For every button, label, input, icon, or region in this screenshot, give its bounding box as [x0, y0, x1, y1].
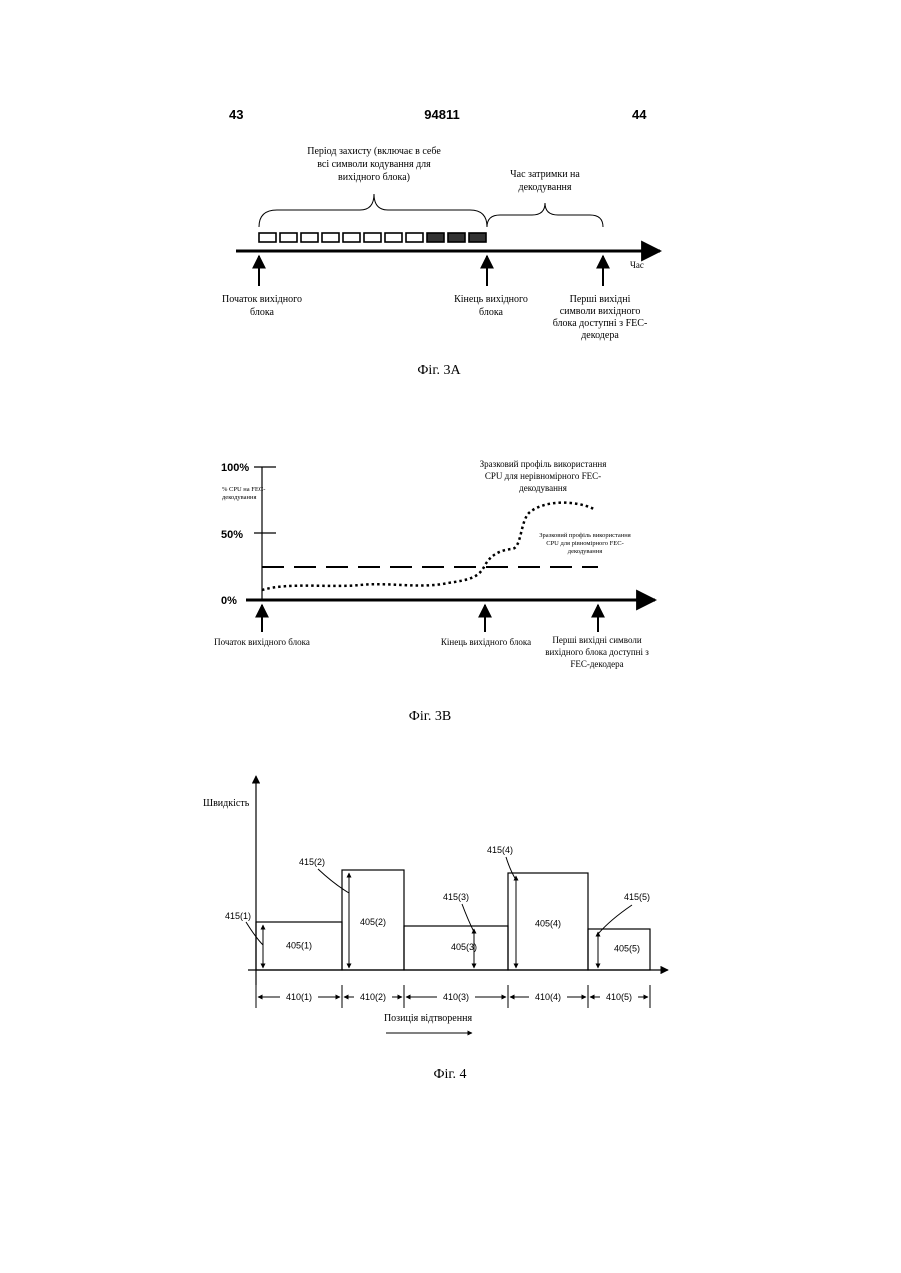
source-symbol	[259, 233, 276, 242]
y-axis-label-line2: декодування	[222, 494, 256, 501]
first-label-line1: Перші вихідні	[570, 294, 631, 305]
tick-label-0: 0%	[221, 595, 237, 607]
duration-label-410: 410(1)	[286, 992, 312, 1002]
end-label-line2: блока	[479, 307, 504, 318]
start-label: Початок вихідного блока	[214, 637, 310, 647]
first-label-line3: FEC-декодера	[570, 659, 623, 669]
segment-label-405: 405(3)	[451, 942, 477, 952]
figure-3b: 100% 50% 0% % CPU на FEC- декодування Зр…	[214, 459, 655, 724]
decode-delay-label-line2: декодування	[518, 182, 571, 193]
x-axis-label: Позиція відтворення	[384, 1013, 473, 1024]
first-label-line1: Перші вихідні символи	[552, 635, 641, 645]
rate-callout-label-415: 415(5)	[624, 892, 650, 902]
rate-callout-label-415: 415(3)	[443, 892, 469, 902]
rate-callout-label-415: 415(2)	[299, 857, 325, 867]
source-symbol	[385, 233, 402, 242]
duration-label-410: 410(3)	[443, 992, 469, 1002]
rate-callout-label-415: 415(4)	[487, 845, 513, 855]
first-label-line2: вихідного блока доступні з	[545, 647, 649, 657]
figure-3a-caption: Фіг. 3А	[417, 363, 461, 378]
duration-label-410: 410(2)	[360, 992, 386, 1002]
decode-delay-brace	[487, 203, 603, 227]
uniform-label-line2: CPU для рівномірного FEC-	[546, 540, 624, 547]
segment-label-405: 405(4)	[535, 918, 561, 928]
nonuniform-profile-series	[262, 503, 594, 590]
rate-callout-leader	[462, 904, 474, 932]
end-label: Кінець вихідного блока	[441, 637, 531, 647]
rate-callout-label-415: 415(1)	[225, 911, 251, 921]
source-symbol	[343, 233, 360, 242]
duration-label-410: 410(5)	[606, 992, 632, 1002]
duration-label-410: 410(4)	[535, 992, 561, 1002]
guard-period-label-line1: Період захисту (включає в себе	[307, 146, 441, 157]
tick-label-100: 100%	[221, 462, 249, 474]
uniform-label-line3: декодування	[568, 548, 602, 555]
page-header: 43 94811 44	[229, 107, 647, 122]
first-label-line3: блока доступні з FEC-	[553, 318, 648, 329]
tick-label-50: 50%	[221, 529, 243, 541]
figure-4: Швидкість 405(1) 415(1) 405(2) 415(2) 405(3)…	[203, 776, 668, 1082]
nonuniform-label-line2: CPU для нерівномірного FEC-	[485, 471, 601, 481]
source-symbol	[322, 233, 339, 242]
nonuniform-label-line1: Зразковий профіль використання	[480, 459, 607, 469]
repair-symbol	[427, 233, 444, 242]
time-axis-label: Час	[630, 260, 644, 270]
guard-period-brace	[259, 194, 487, 227]
segment-label-405: 405(1)	[286, 940, 312, 950]
y-axis-label-line1: % CPU на FEC-	[222, 486, 265, 493]
first-label-line2: символи вихідного	[560, 306, 641, 317]
source-symbol	[406, 233, 423, 242]
encoding-symbols	[259, 233, 486, 242]
source-symbol	[364, 233, 381, 242]
figure-3a: Період захисту (включає в себе всі симво…	[222, 146, 660, 378]
rate-callout-leader	[598, 905, 632, 934]
figure-4-caption: Фіг. 4	[433, 1067, 466, 1082]
guard-period-label-line2: всі символи кодування для	[317, 159, 431, 170]
duration-dimensions: 410(1) 410(2) 410(3) 410(4) 410(5)	[256, 985, 650, 1008]
repair-symbol	[469, 233, 486, 242]
start-label-line2: блока	[250, 307, 275, 318]
nonuniform-label-line3: декодування	[519, 483, 567, 493]
segment-label-405: 405(2)	[360, 917, 386, 927]
figure-3b-caption: Фіг. 3В	[409, 709, 451, 724]
decode-delay-label-line1: Час затримки на	[510, 169, 580, 180]
rate-callout-leader	[318, 869, 349, 893]
y-axis-label: Швидкість	[203, 798, 250, 809]
right-page-number: 44	[632, 107, 647, 122]
segment-label-405: 405(5)	[614, 944, 640, 954]
left-page-number: 43	[229, 107, 243, 122]
source-symbol	[280, 233, 297, 242]
patent-number: 94811	[424, 107, 459, 122]
rate-callout-leader	[246, 922, 263, 945]
first-label-line4: декодера	[581, 330, 619, 341]
guard-period-label-line3: вихідного блока)	[338, 172, 410, 183]
uniform-label-line1: Зразковий профіль використання	[539, 532, 631, 539]
rate-segments: 405(1) 415(1) 405(2) 415(2) 405(3) 415(3) 405(…	[225, 845, 650, 970]
source-symbol	[301, 233, 318, 242]
start-label-line1: Початок вихідного	[222, 294, 302, 305]
end-label-line1: Кінець вихідного	[454, 294, 528, 305]
repair-symbol	[448, 233, 465, 242]
